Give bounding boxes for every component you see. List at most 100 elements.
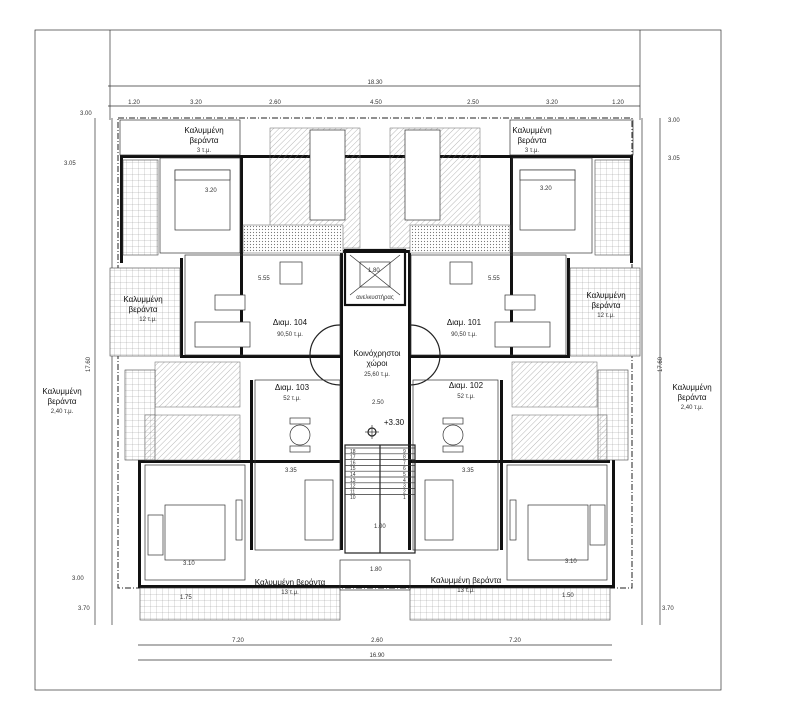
stair-number: 10	[350, 495, 356, 501]
dim-top-2: 3.20	[190, 100, 202, 106]
stair-number: 12	[350, 484, 356, 490]
dim-top-total: 18.30	[367, 80, 383, 86]
veranda-right-mid-line1: Καλυμμένη	[586, 291, 625, 300]
stair-number: 17	[350, 455, 356, 461]
veranda-right-outer-line2: βεράντα	[677, 393, 706, 402]
stair-number: 16	[350, 460, 356, 466]
bedroom-bottom-right	[506, 464, 608, 581]
dim-int-1: 3.20	[205, 188, 217, 194]
apt-102-area: 52 τ.μ.	[457, 394, 475, 400]
dim-int-6: 1.80	[368, 268, 380, 274]
stair-number: 14	[350, 472, 356, 478]
bedroom-top-right	[511, 157, 593, 254]
veranda-bottom-left-label: Καλυμμένη βεράντα	[255, 578, 326, 587]
veranda-top-left	[119, 119, 241, 156]
dim-right-3: 3.00	[668, 118, 680, 124]
room-labels: Καλυμμένη βεράντα 3 τ.μ. Καλυμμένη βεράν…	[42, 126, 711, 596]
dim-top-3: 2.60	[269, 100, 281, 106]
kitchen-103	[154, 361, 241, 408]
apt-103-area: 52 τ.μ.	[283, 396, 301, 402]
apt-101-living	[410, 254, 567, 356]
dim-top-4: 4.50	[370, 100, 382, 106]
dim-int-10: 3.10	[565, 559, 577, 565]
apt-101-area: 90,50 τ.μ.	[451, 332, 477, 338]
exterior-walls	[120, 155, 633, 588]
veranda-top-right-area: 3 τ.μ.	[525, 148, 539, 154]
veranda-bottom-right	[409, 587, 611, 621]
dim-left-305: 3.05	[64, 161, 76, 167]
stair-number: 6	[403, 466, 406, 472]
veranda-top-right-line1: Καλυμμένη	[512, 126, 551, 135]
dimension-lines	[94, 30, 661, 661]
dim-right-370: 3.70	[662, 606, 674, 612]
dim-bottom-total: 16.90	[369, 653, 385, 659]
dim-int-8: 3.35	[462, 468, 474, 474]
dim-right-1760: 17.60	[658, 356, 664, 372]
veranda-bottom-left	[139, 587, 341, 621]
veranda-right-outer-line1: Καλυμμένη	[672, 383, 711, 392]
veranda-bottom-left-area: 13 τ.μ.	[281, 590, 299, 596]
dim-int-5: 2.50	[372, 400, 384, 406]
bedroom-bottom-left	[144, 464, 246, 581]
apt-104-living	[184, 254, 341, 356]
veranda-left-outer-area: 2,40 τ.μ.	[51, 409, 74, 415]
apt-101-name: Διαμ. 101	[447, 318, 482, 327]
dim-right-305: 3.05	[668, 156, 680, 162]
bath-102	[511, 414, 608, 461]
dim-int-7: 3.35	[285, 468, 297, 474]
bath-103	[144, 414, 241, 461]
dim-int-4: 5.55	[488, 276, 500, 282]
dim-bottom-1: 7.20	[232, 638, 244, 644]
kitchen-102	[511, 361, 598, 408]
veranda-left-outer-line2: βεράντα	[47, 397, 76, 406]
stair-number: 18	[350, 449, 356, 455]
dim-top-7: 1.20	[612, 100, 624, 106]
veranda-right-mid-area: 12 τ.μ.	[597, 313, 615, 319]
dim-top-6: 3.20	[546, 100, 558, 106]
dim-left-3: 3.00	[80, 111, 92, 117]
veranda-right-outer-area: 2,40 τ.μ.	[681, 405, 704, 411]
veranda-bottom-right-area: 13 τ.μ.	[457, 588, 475, 594]
stair-number: 15	[350, 466, 356, 472]
veranda-right-mid-line2: βεράντα	[591, 301, 620, 310]
common-area-line2: χώροι	[366, 359, 387, 368]
stair-number: 13	[350, 478, 356, 484]
stair-number: 1	[403, 495, 406, 501]
stair-number: 9	[403, 449, 406, 455]
elevator-shaft	[343, 248, 407, 307]
veranda-left-mid-line1: Καλυμμένη	[123, 295, 162, 304]
stair-number: 2	[403, 489, 406, 495]
apt-102-name: Διαμ. 102	[449, 381, 484, 390]
level-marker: +3.30	[384, 418, 405, 427]
dim-int-11: 1.00	[374, 524, 386, 530]
dim-int-13: 1.50	[562, 593, 574, 599]
site-boundary	[34, 29, 722, 691]
veranda-right-mid	[569, 267, 641, 357]
dim-bottom-2: 2.60	[371, 638, 383, 644]
dim-left-1760: 17.60	[86, 356, 92, 372]
dim-top-1: 1.20	[128, 100, 140, 106]
elevator-label: ανελκυστήρας	[356, 294, 394, 301]
veranda-bottom-right-label: Καλυμμένη βεράντα	[431, 576, 502, 585]
stair-number: 4	[403, 478, 406, 484]
common-area-line1: Κοινόχρηστοι	[353, 349, 400, 358]
dim-left-300: 3.00	[72, 576, 84, 582]
veranda-left-mid-line2: βεράντα	[128, 305, 157, 314]
building-outline	[117, 117, 633, 589]
veranda-top-right	[509, 119, 634, 156]
common-area-area: 25,60 τ.μ.	[364, 372, 390, 378]
dimension-labels: 18.30 1.20 3.20 2.60 4.50 2.50 3.20 1.20…	[64, 80, 680, 659]
veranda-left-outer-line1: Καλυμμένη	[42, 387, 81, 396]
dim-top-5: 2.50	[467, 100, 479, 106]
veranda-left-mid	[109, 267, 181, 357]
stair-number: 7	[403, 460, 406, 466]
bedroom-top-left	[159, 157, 241, 254]
dim-int-12: 1.75	[180, 595, 192, 601]
veranda-top-right-line2: βεράντα	[517, 136, 546, 145]
stair-number: 8	[403, 455, 406, 461]
stair-number: 3	[403, 484, 406, 490]
dim-int-3: 5.55	[258, 276, 270, 282]
